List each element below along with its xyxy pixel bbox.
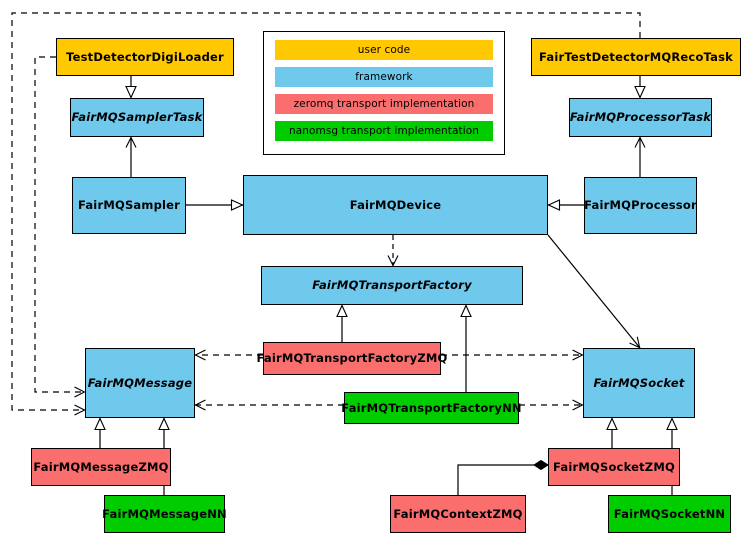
node-fairmqprocessor[interactable]: FairMQProcessor (584, 177, 697, 234)
node-fairmqsocketnn[interactable]: FairMQSocketNN (608, 495, 731, 533)
node-label: TestDetectorDigiLoader (66, 49, 224, 64)
node-fairmqsocket[interactable]: FairMQSocket (583, 348, 695, 418)
legend-label: user code (357, 44, 411, 56)
node-fairmqmessagezmq[interactable]: FairMQMessageZMQ (31, 448, 171, 486)
node-label: FairMQSocketNN (613, 506, 726, 521)
node-fairmqdevice[interactable]: FairMQDevice (243, 175, 548, 235)
node-label: FairMQTransportFactory (312, 278, 472, 293)
node-label: FairMQSamplerTask (71, 110, 203, 125)
node-label: FairMQMessageNN (102, 506, 227, 521)
node-label: FairMQSampler (77, 198, 181, 213)
node-fairmqsocketzmq[interactable]: FairMQSocketZMQ (548, 448, 680, 486)
legend-item-zeromq: zeromq transport implementation (275, 94, 493, 114)
node-label: FairMQContextZMQ (393, 506, 523, 521)
node-label: FairMQSocket (593, 375, 685, 390)
node-label: FairMQMessageZMQ (33, 459, 169, 474)
node-label: FairMQProcessorTask (569, 110, 712, 125)
node-fairmqtransportfactorynn[interactable]: FairMQTransportFactoryNN (341, 392, 522, 424)
legend: user code framework zeromq transport imp… (263, 31, 505, 155)
node-fairmqprocessortask[interactable]: FairMQProcessorTask (569, 98, 712, 137)
legend-item-user-code: user code (275, 40, 493, 60)
node-fairmqtransportfactory[interactable]: FairMQTransportFactory (261, 266, 523, 305)
node-label: FairMQProcessor (584, 198, 697, 213)
legend-label: framework (355, 71, 413, 83)
edge-composition-socketzmq-contextzmq (457, 459, 549, 495)
node-label: FairMQTransportFactoryNN (341, 400, 522, 415)
node-fairmqmessage[interactable]: FairMQMessage (85, 348, 195, 418)
node-fairmqsamplertask[interactable]: FairMQSamplerTask (70, 98, 204, 137)
node-fairmqtransportfactoryzmq[interactable]: FairMQTransportFactoryZMQ (257, 342, 447, 375)
legend-item-nanomsg: nanomsg transport implementation (275, 121, 493, 141)
node-label: FairMQDevice (349, 197, 442, 212)
node-fairtestdetectormqrecotask[interactable]: FairTestDetectorMQRecoTask (531, 38, 741, 76)
node-fairmqsampler[interactable]: FairMQSampler (72, 177, 186, 234)
legend-label: zeromq transport implementation (293, 98, 475, 110)
node-label: FairMQTransportFactoryZMQ (256, 351, 448, 366)
node-fairmqmessagenn[interactable]: FairMQMessageNN (102, 495, 227, 533)
node-label: FairMQMessage (87, 375, 193, 390)
legend-label: nanomsg transport implementation (288, 125, 480, 137)
node-label: FairMQSocketZMQ (553, 459, 675, 474)
node-fairmqcontextzmq[interactable]: FairMQContextZMQ (390, 495, 526, 533)
node-testdetectordigiloader[interactable]: TestDetectorDigiLoader (56, 38, 234, 76)
legend-item-framework: framework (275, 67, 493, 87)
edge-association-device-socket (547, 234, 641, 349)
node-label: FairTestDetectorMQRecoTask (539, 49, 733, 64)
